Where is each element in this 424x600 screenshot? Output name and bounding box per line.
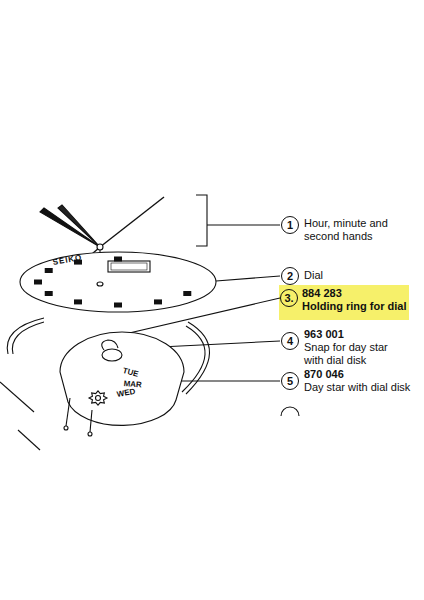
bracket [196,195,280,246]
callout-circle: 1 [281,216,299,234]
part-name: Holding ring for dial [302,300,407,313]
snap-spring [102,340,118,350]
callout-number: 5 [287,376,293,387]
highlight [279,285,409,320]
edge-line [0,382,34,412]
part-number: 963 001 [304,328,344,341]
edge-line [18,430,40,450]
callout-number: 4 [287,336,293,347]
leader-line [112,298,280,337]
callout-circle-part [281,407,299,416]
dial [20,252,216,312]
part-name: Hour, minute and second hands [304,217,409,243]
day-star-disk [60,332,184,436]
callout-circle: 3. [280,289,298,307]
callout-number: 1 [287,220,293,231]
callout-circle: 5 [281,372,299,390]
part-name: Dial [304,269,323,282]
callout-circle: 2 [281,267,299,285]
callout-number: 2 [287,271,293,282]
part-number: 870 046 [304,368,344,381]
part-number: 884 283 [302,287,342,300]
callout-number: 3. [284,293,293,304]
leader-line [216,276,280,281]
part-name: Snap for day star with dial disk [304,341,404,367]
callout-circle: 4 [281,332,299,350]
part-name: Day star with dial disk [304,381,410,394]
